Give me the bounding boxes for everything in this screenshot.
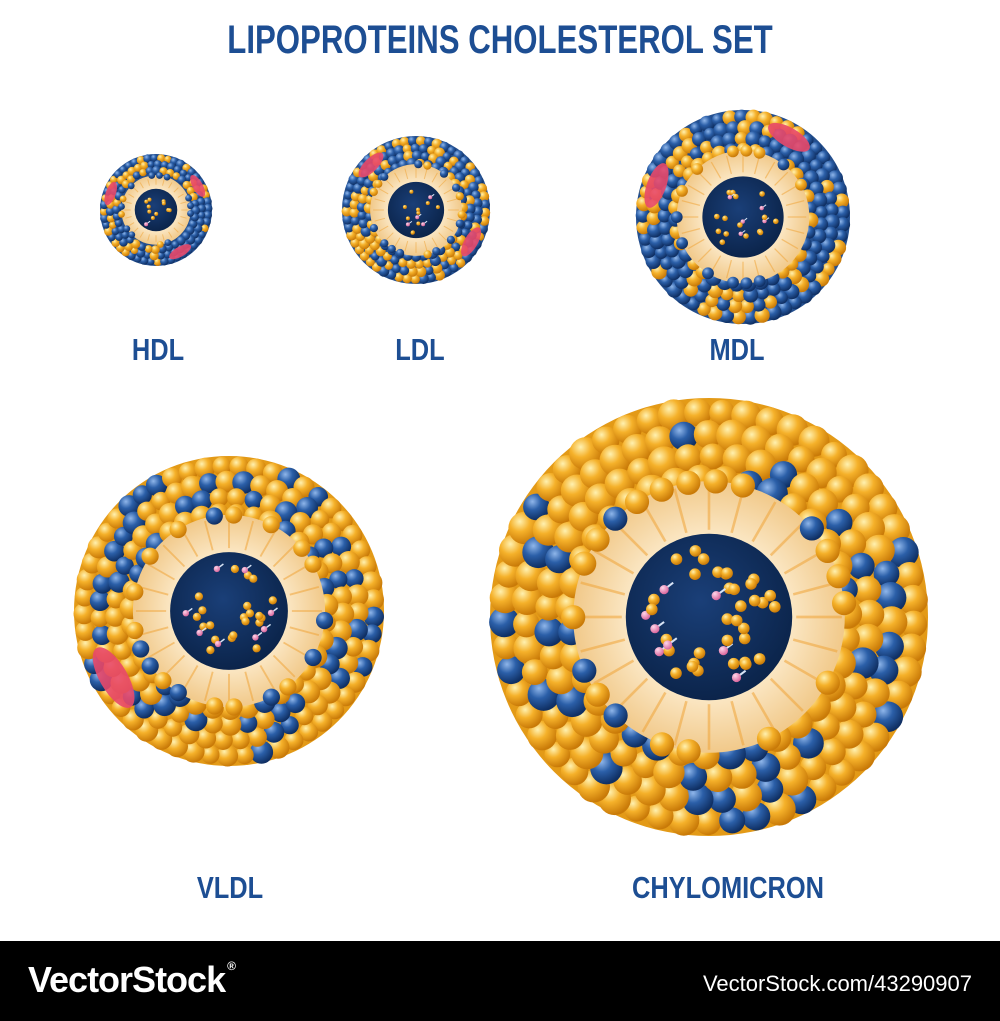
brand-logo: VectorStock® [28,959,236,1000]
hdl-particle [100,154,213,266]
page-title: LIPOPROTEINS CHOLESTEROL SET [227,18,773,62]
hdl-label: HDL [131,332,185,367]
lipoprotein-illustrations [73,109,928,836]
chylomicron-particle [489,398,928,836]
image-credit: VectorStock.com/43290907 [702,971,972,996]
footer-bar: VectorStock® VectorStock.com/43290907 [0,941,1000,1021]
mdl-particle [635,109,851,325]
ldl-label: LDL [395,332,445,367]
ldl-particle [341,136,491,284]
chylomicron-label: CHYLOMICRON [631,870,825,905]
vldl-label: VLDL [196,870,264,905]
vldl-particle [73,456,384,767]
mdl-label: MDL [709,332,765,367]
